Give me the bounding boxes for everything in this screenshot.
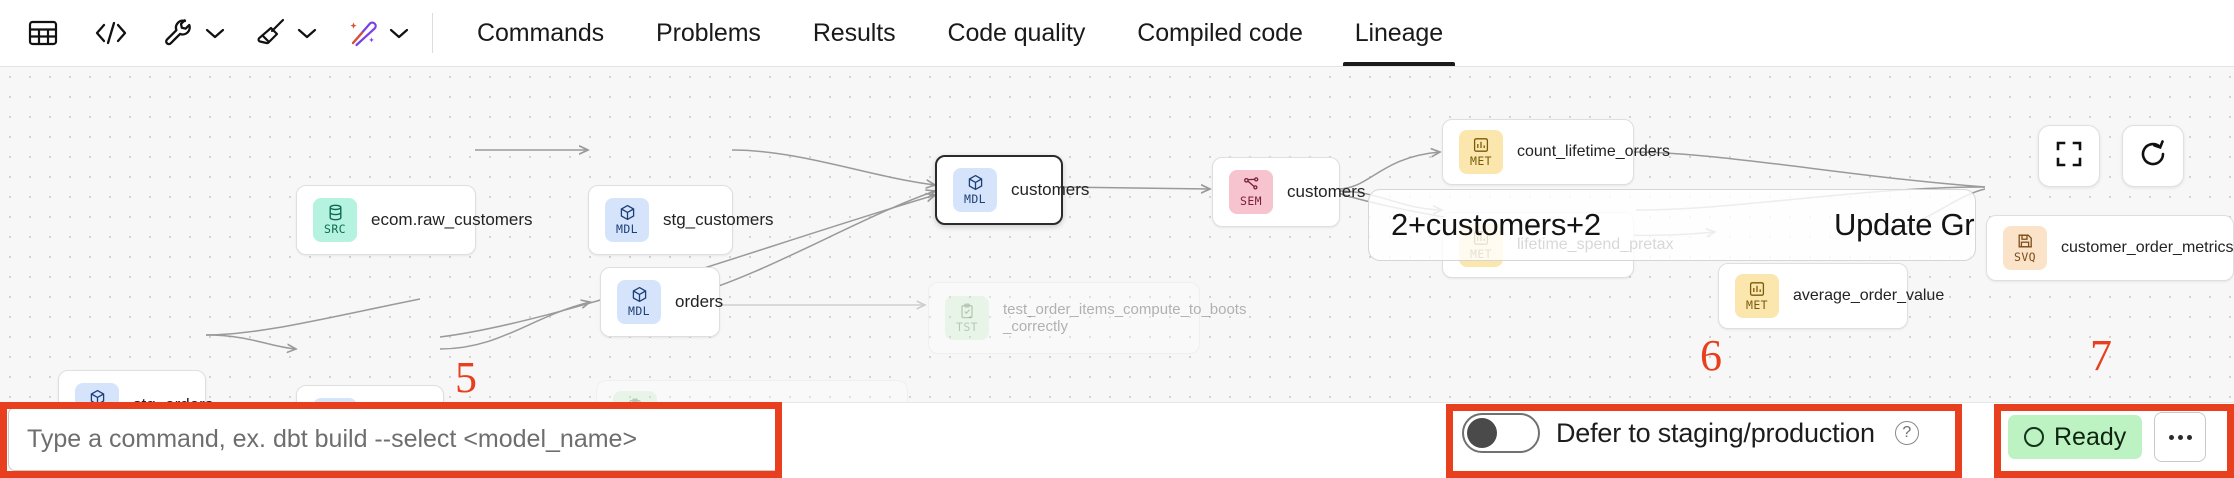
magic-wand-icon[interactable]: [340, 10, 386, 56]
mdl-badge: MDL: [75, 383, 119, 402]
dot-icon: [2177, 434, 2183, 440]
src-badge-label: SRC: [324, 222, 346, 236]
tab-bar: Commands Problems Results Code quality C…: [451, 0, 1469, 66]
clipboard-check-icon: [627, 398, 643, 402]
cube-icon: [967, 174, 984, 191]
toolbar-divider: [432, 13, 433, 53]
node-label: orders: [675, 292, 724, 312]
cube-icon: [89, 389, 106, 402]
tst-badge: TST: [613, 391, 657, 402]
dot-icon: [2168, 434, 2174, 440]
node-customers-sem[interactable]: SEM customers: [1212, 157, 1365, 227]
cube-icon: [619, 204, 636, 221]
tab-code-quality[interactable]: Code quality: [947, 18, 1086, 47]
node-customers-mdl[interactable]: MDL customers: [935, 155, 1089, 225]
lineage-canvas[interactable]: SRC ecom.raw_customers MDL stg_customers: [0, 67, 2234, 402]
tst-badge: TST: [945, 296, 989, 340]
met-badge: MET: [1735, 274, 1779, 318]
fullscreen-icon: [2054, 139, 2084, 174]
refresh-icon: [2138, 139, 2168, 174]
tab-lineage[interactable]: Lineage: [1329, 0, 1469, 66]
node-test-supply-costs[interactable]: TST test_supply_oosts_sum_correctly: [596, 380, 908, 402]
mdl-badge: MDL: [605, 198, 649, 242]
node-stg-orders[interactable]: MDL stg_orders: [58, 370, 213, 402]
status-label: Ready: [2054, 422, 2127, 451]
node-test-order-items[interactable]: TST test_order_items_compute_to_boots _c…: [928, 282, 1246, 354]
refresh-button[interactable]: [2122, 125, 2184, 187]
met-badge-label: MET: [1746, 297, 1768, 312]
node-stg-customers[interactable]: MDL stg_customers: [588, 185, 774, 255]
chevron-down-icon[interactable]: [388, 26, 410, 40]
met-badge: MET: [1459, 130, 1503, 174]
status-dot-icon: [2024, 427, 2044, 447]
chevron-down-icon[interactable]: [296, 26, 318, 40]
broom-icon[interactable]: [248, 10, 294, 56]
node-label: average_order_value: [1793, 286, 1945, 304]
command-input-wrap: [8, 407, 780, 471]
node-label: ecom.raw_customers: [371, 210, 533, 230]
defer-toggle[interactable]: [1462, 413, 1540, 453]
defer-label: Defer to staging/production: [1556, 417, 1875, 448]
update-graph-button[interactable]: Update Graph: [1834, 207, 1975, 242]
node-customer-order-metrics[interactable]: SVQ customer_order_metrics: [1986, 215, 2234, 281]
save-disk-icon: [2017, 233, 2033, 249]
tab-commands[interactable]: Commands: [477, 18, 605, 47]
tab-compiled-code[interactable]: Compiled code: [1137, 18, 1303, 47]
node-order-items[interactable]: MDL order_items: [296, 385, 444, 402]
node-orders[interactable]: MDL orders: [600, 267, 724, 337]
mdl-badge: MDL: [953, 168, 997, 212]
ai-menu-group[interactable]: [340, 10, 416, 56]
share-nodes-icon: [1243, 176, 1260, 193]
node-average-order-value[interactable]: MET average_order_value: [1718, 263, 1944, 329]
graph-spec-input[interactable]: [1369, 190, 1812, 260]
node-count-lifetime-orders[interactable]: MET count_lifetime_orders: [1442, 119, 1670, 185]
node-label: customers: [1287, 182, 1366, 202]
fullscreen-button[interactable]: [2038, 125, 2100, 187]
mdl-badge: MDL: [617, 280, 661, 324]
svq-badge: SVQ: [2003, 226, 2047, 270]
node-label: customers: [1011, 180, 1090, 200]
chevron-down-icon[interactable]: [204, 26, 226, 40]
table-icon[interactable]: [20, 10, 66, 56]
cube-icon: [631, 286, 648, 303]
tab-problems[interactable]: Problems: [656, 18, 761, 47]
tab-results[interactable]: Results: [812, 18, 896, 47]
svq-badge-label: SVQ: [2014, 249, 2036, 264]
toggle-knob: [1467, 418, 1497, 448]
mdl-badge-label: MDL: [616, 222, 638, 236]
node-label: count_lifetime_orders: [1517, 142, 1670, 160]
src-badge: SRC: [313, 198, 357, 242]
clipboard-check-icon: [959, 303, 975, 319]
help-icon[interactable]: ?: [1894, 421, 1919, 445]
more-options-button[interactable]: [2154, 412, 2207, 462]
node-label: stg_orders: [133, 395, 213, 402]
status-badge[interactable]: Ready: [2008, 415, 2143, 459]
met-badge-label: MET: [1470, 153, 1492, 168]
bar-chart-icon: [1749, 281, 1765, 297]
tst-badge-label: TST: [956, 319, 978, 334]
node-ecom-raw-customers[interactable]: SRC ecom.raw_customers: [296, 185, 533, 255]
bar-chart-icon: [1473, 137, 1489, 153]
defer-control: Defer to staging/production ?: [1462, 413, 1919, 453]
mdl-badge-label: MDL: [964, 192, 986, 206]
build-menu-group[interactable]: [156, 10, 232, 56]
dot-icon: [2186, 434, 2192, 440]
format-menu-group[interactable]: [248, 10, 324, 56]
code-icon[interactable]: [88, 10, 134, 56]
status-area: Ready: [2008, 412, 2207, 462]
wrench-icon[interactable]: [156, 10, 202, 56]
mdl-badge-label: MDL: [628, 304, 650, 318]
mdl-badge: MDL: [313, 398, 357, 402]
node-label: customer_order_metrics: [2061, 238, 2234, 256]
database-icon: [327, 204, 344, 221]
command-input[interactable]: [8, 407, 780, 471]
sem-badge-label: SEM: [1240, 194, 1262, 208]
toolbar-icon-group: [0, 0, 451, 66]
sem-badge: SEM: [1229, 170, 1273, 214]
graph-spec-bar[interactable]: Update Graph: [1368, 189, 1976, 261]
node-label: test_order_items_compute_to_boots _corre…: [1003, 300, 1247, 335]
top-toolbar: Commands Problems Results Code quality C…: [0, 0, 2234, 67]
node-label: stg_customers: [663, 210, 774, 230]
